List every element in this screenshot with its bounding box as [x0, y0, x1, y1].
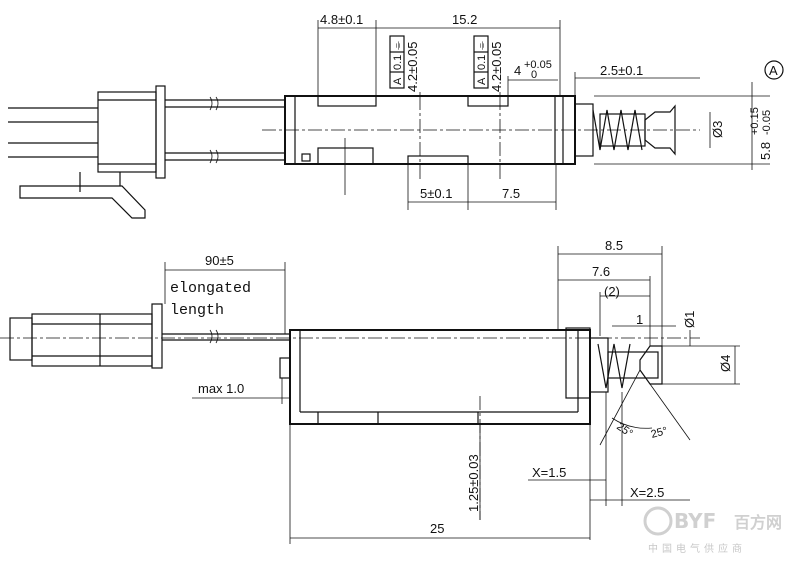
- bottom-dimensions: 90±5 elongated length max 1.0 8.5 7.6 (2…: [164, 238, 740, 544]
- dim-4-tol-low: 0: [531, 69, 537, 81]
- datum-label: A: [769, 63, 778, 78]
- dim-phi3: Ø3: [710, 121, 725, 138]
- watermark-tagline: 中国电气供应商: [648, 542, 746, 555]
- connector-top: [19, 85, 166, 219]
- dim-2-5: 2.5±0.1: [600, 63, 643, 78]
- tol-frame-left: ⌯ 0.1 A 4.2±0.05: [389, 35, 421, 96]
- top-view: 4.8±0.1 15.2 4 +0.05 0 2.5±0.1 5±0.1 7.5…: [8, 12, 784, 219]
- solenoid-body-bottom: [279, 327, 591, 425]
- dim-x25: X=2.5: [630, 485, 664, 500]
- svg-text:⌯: ⌯: [392, 41, 404, 50]
- dim-8-5: 8.5: [605, 238, 623, 253]
- datum-circle: [764, 60, 784, 80]
- dim-7-5: 7.5: [502, 186, 520, 201]
- svg-text:A: A: [476, 77, 488, 85]
- plunger-bottom: [589, 337, 663, 393]
- dim-25deg-a: 25°: [614, 421, 635, 440]
- tol-frame-right: ⌯ 0.1 A 4.2±0.05: [473, 35, 504, 96]
- dim-5: 5±0.1: [420, 186, 452, 201]
- dim-25: 25: [430, 521, 444, 536]
- watermark: BYF 百方网 中国电气供应商: [643, 506, 782, 555]
- watermark-brand: BYF: [674, 509, 716, 533]
- svg-text:A: A: [392, 77, 404, 85]
- svg-text:4.2±0.05: 4.2±0.05: [489, 41, 504, 92]
- svg-text:0.1: 0.1: [392, 55, 404, 70]
- dim-max: max 1.0: [198, 381, 244, 396]
- bottom-view: 90±5 elongated length max 1.0 8.5 7.6 (2…: [0, 238, 740, 544]
- dim-1-25: 1.25±0.03: [466, 454, 481, 512]
- watermark-cn: 百方网: [734, 513, 782, 532]
- lead-wires-bottom: [162, 329, 290, 344]
- dim-phi4: Ø4: [718, 355, 733, 372]
- dim-1: 1: [636, 312, 643, 327]
- dim-15-2: 15.2: [452, 12, 477, 27]
- dim-5-8: 5.8: [758, 142, 773, 160]
- dim-90: 90±5: [205, 253, 234, 268]
- dim-7-6: 7.6: [592, 264, 610, 279]
- dim-2: (2): [604, 284, 620, 299]
- svg-text:0.1: 0.1: [476, 55, 488, 70]
- dim-x15: X=1.5: [532, 465, 566, 480]
- dim-4: 4: [514, 63, 521, 78]
- top-dimensions: 4.8±0.1 15.2 4 +0.05 0 2.5±0.1 5±0.1 7.5…: [317, 12, 784, 210]
- svg-text:⌯: ⌯: [476, 41, 488, 50]
- svg-text:4.2±0.05: 4.2±0.05: [405, 41, 420, 92]
- dim-5-8-tol-low: -0.05: [761, 110, 773, 135]
- label-length: length: [170, 302, 224, 319]
- dim-phi1: Ø1: [682, 311, 697, 328]
- label-elongated: elongated: [170, 280, 251, 297]
- lead-wires-top: [8, 96, 285, 164]
- dim-25deg-b: 25°: [650, 425, 669, 441]
- dim-5-8-tol-up: +0.15: [749, 107, 761, 135]
- dim-4-tol: +0.05: [524, 59, 552, 71]
- dim-4-8: 4.8±0.1: [320, 12, 363, 27]
- connector-bottom: [9, 303, 163, 369]
